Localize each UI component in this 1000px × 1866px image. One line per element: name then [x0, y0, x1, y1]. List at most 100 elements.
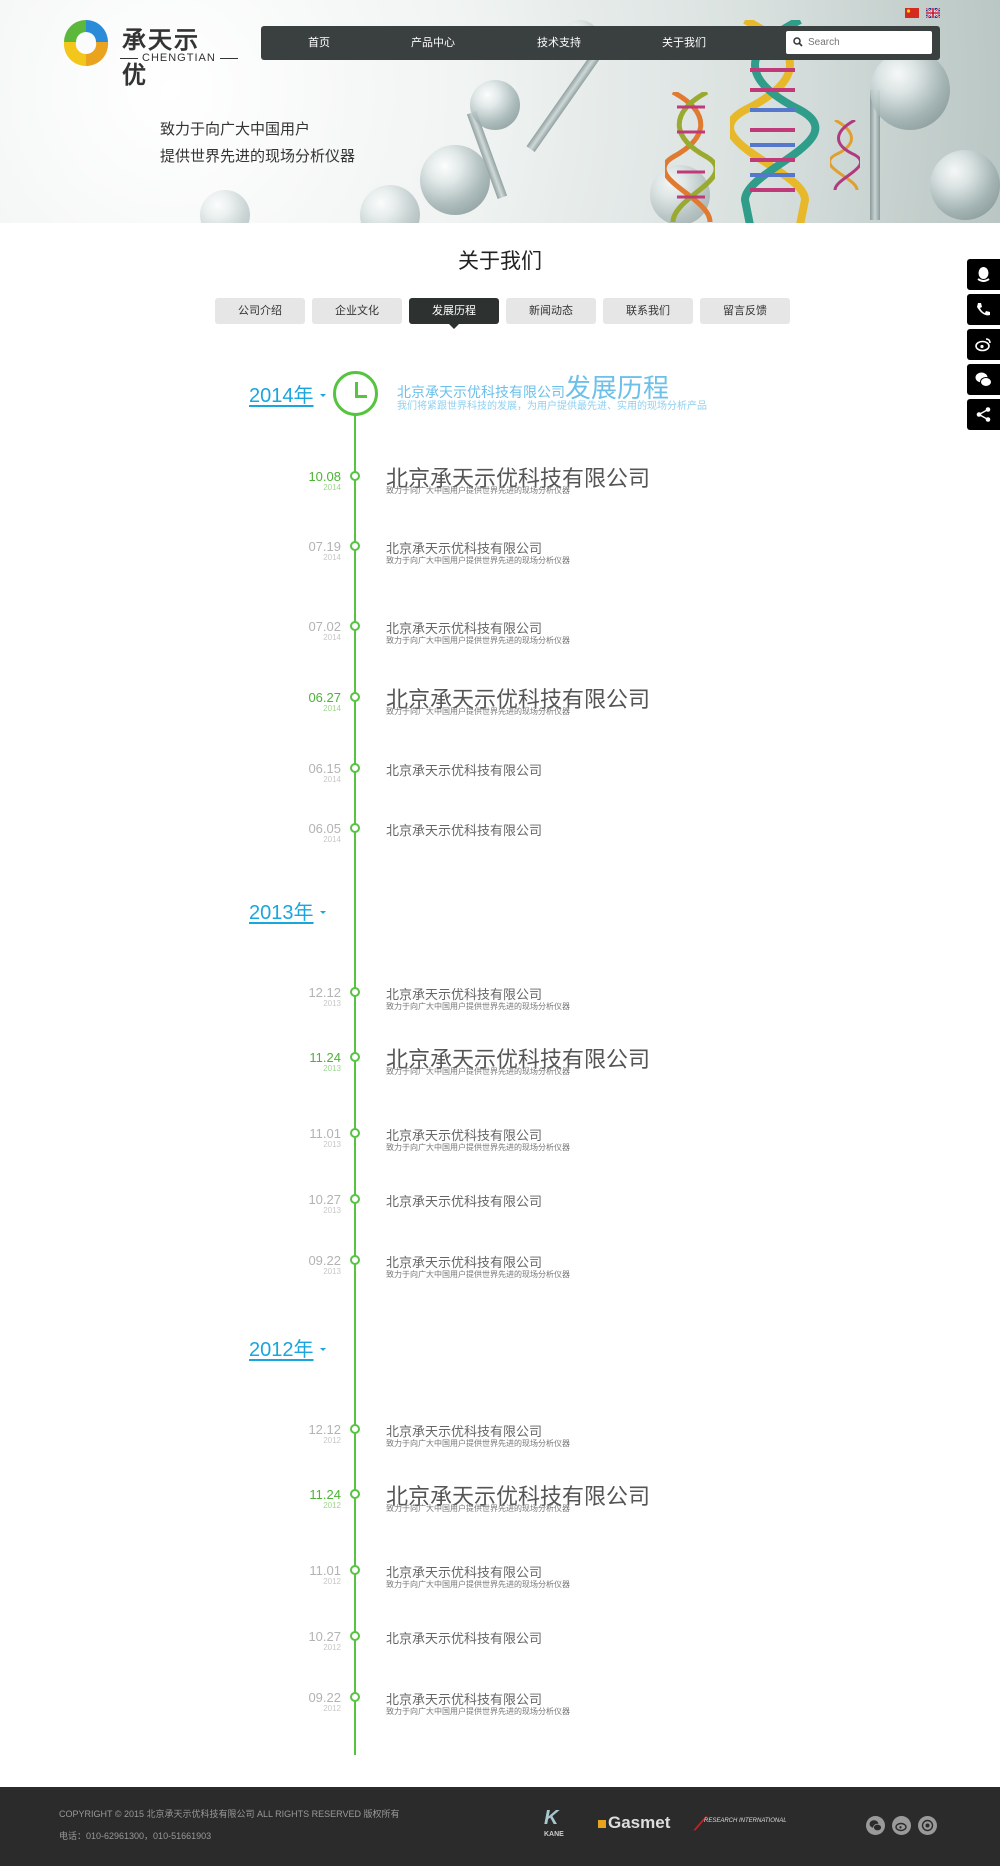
- event-title[interactable]: 北京承天示优科技有限公司: [386, 987, 543, 1002]
- event-description: 致力于向广大中国用户提供世界先进的现场分析仪器: [386, 1270, 570, 1279]
- partner-research-logo[interactable]: ⟋ RESEARCH INTERNATIONAL: [694, 1814, 787, 1834]
- search-box[interactable]: [786, 31, 932, 54]
- event-year: 2013: [323, 1206, 341, 1215]
- event-date: 11.24: [309, 1487, 341, 1502]
- qq-button[interactable]: [967, 259, 1000, 290]
- event-description: 致力于向广大中国用户提供世界先进的现场分析仪器: [386, 1580, 570, 1589]
- phone-button[interactable]: [967, 294, 1000, 325]
- timeline-dot-icon: [350, 823, 360, 833]
- event-description: 致力于向广大中国用户提供世界先进的现场分析仪器: [386, 486, 570, 495]
- dna-helix-icon: [665, 92, 715, 222]
- event-date: 10.27: [308, 1629, 341, 1644]
- event-date: 06.27: [308, 690, 341, 705]
- tab-company-intro[interactable]: 公司介绍: [215, 298, 305, 324]
- event-title[interactable]: 北京承天示优科技有限公司: [386, 1255, 543, 1270]
- event-date: 11.01: [309, 1126, 341, 1141]
- event-title[interactable]: 北京承天示优科技有限公司: [386, 1047, 651, 1072]
- hero-banner: 承天示优 CHENGTIAN 首页 产品中心 技术支持 关于我们 致力于向广大中…: [0, 0, 1000, 223]
- footer-phone: 电话：010-62961300，010-51661903: [59, 1831, 212, 1841]
- nav-about[interactable]: 关于我们: [662, 37, 706, 49]
- event-year: 2013: [323, 1267, 341, 1276]
- event-title[interactable]: 北京承天示优科技有限公司: [386, 1565, 543, 1580]
- share-button[interactable]: [967, 399, 1000, 430]
- nav-home[interactable]: 首页: [308, 37, 330, 49]
- timeline-dot-icon: [350, 1255, 360, 1265]
- caret-down-icon: [319, 393, 326, 400]
- event-title[interactable]: 北京承天示优科技有限公司: [386, 1484, 651, 1509]
- molecule-stick: [870, 90, 880, 220]
- event-title[interactable]: 北京承天示优科技有限公司: [386, 1194, 543, 1209]
- tab-feedback[interactable]: 留言反馈: [700, 298, 790, 324]
- timeline-year[interactable]: 2014年: [249, 379, 326, 408]
- timeline-year[interactable]: 2013年: [249, 896, 326, 925]
- event-title[interactable]: 北京承天示优科技有限公司: [386, 621, 543, 636]
- event-year: 2012: [323, 1436, 341, 1445]
- main-nav: 首页 产品中心 技术支持 关于我们: [261, 26, 940, 60]
- event-title[interactable]: 北京承天示优科技有限公司: [386, 823, 543, 838]
- timeline-year-label: 2014年: [249, 385, 314, 407]
- timeline-heading-company: 北京承天示优科技有限公司: [397, 384, 565, 400]
- weibo-button[interactable]: [967, 329, 1000, 360]
- tab-culture[interactable]: 企业文化: [312, 298, 402, 324]
- event-title[interactable]: 北京承天示优科技有限公司: [386, 687, 651, 712]
- event-year: 2012: [323, 1501, 341, 1510]
- molecule-ball: [360, 185, 420, 223]
- wechat-button[interactable]: [967, 364, 1000, 395]
- event-title[interactable]: 北京承天示优科技有限公司: [386, 1631, 543, 1646]
- event-title[interactable]: 北京承天示优科技有限公司: [386, 466, 651, 491]
- sub-nav-tabs: 公司介绍 企业文化 发展历程 新闻动态 联系我们 留言反馈: [215, 298, 790, 329]
- partner-research-label: RESEARCH INTERNATIONAL: [704, 1818, 787, 1824]
- logo[interactable]: 承天示优 CHENGTIAN: [62, 18, 222, 89]
- tab-contact[interactable]: 联系我们: [603, 298, 693, 324]
- molecule-ball: [930, 150, 1000, 220]
- timeline-year[interactable]: 2012年: [249, 1333, 326, 1362]
- event-title[interactable]: 北京承天示优科技有限公司: [386, 1128, 543, 1143]
- logo-text: 承天示优: [122, 26, 200, 89]
- footer-weibo-button[interactable]: [892, 1816, 911, 1835]
- tab-news[interactable]: 新闻动态: [506, 298, 596, 324]
- molecule-stick: [526, 47, 604, 153]
- timeline-subheading: 我们将紧跟世界科技的发展，为用户提供最先进、实用的现场分析产品: [397, 401, 707, 412]
- timeline-dot-icon: [350, 471, 360, 481]
- nav-products[interactable]: 产品中心: [411, 37, 455, 49]
- partner-kane-logo[interactable]: K: [544, 1807, 559, 1829]
- event-description: 致力于向广大中国用户提供世界先进的现场分析仪器: [386, 1143, 570, 1152]
- event-year: 2013: [323, 1140, 341, 1149]
- event-date: 09.22: [308, 1690, 341, 1705]
- timeline-dot-icon: [350, 987, 360, 997]
- event-year: 2014: [323, 704, 341, 713]
- event-description: 致力于向广大中国用户提供世界先进的现场分析仪器: [386, 1002, 570, 1011]
- phone-icon: [977, 303, 990, 316]
- event-year: 2014: [323, 553, 341, 562]
- nav-support[interactable]: 技术支持: [537, 37, 581, 49]
- event-date: 12.12: [308, 985, 341, 1000]
- search-icon[interactable]: [793, 37, 803, 47]
- clock-icon: [333, 371, 378, 416]
- footer-qzone-button[interactable]: [918, 1816, 937, 1835]
- event-title[interactable]: 北京承天示优科技有限公司: [386, 1424, 543, 1439]
- dna-helix-icon: [830, 120, 860, 190]
- event-date: 12.12: [308, 1422, 341, 1437]
- timeline-dot-icon: [350, 1692, 360, 1702]
- caret-down-icon: [319, 1347, 326, 1354]
- uk-flag-icon[interactable]: [926, 8, 940, 18]
- timeline-dot-icon: [350, 692, 360, 702]
- footer-wechat-button[interactable]: [866, 1816, 885, 1835]
- partner-gasmet-label: Gasmet: [608, 1813, 671, 1832]
- cn-flag-icon[interactable]: [905, 8, 919, 18]
- molecule-ball: [200, 190, 250, 223]
- event-date: 07.02: [308, 619, 341, 634]
- slogan: 致力于向广大中国用户 提供世界先进的现场分析仪器: [160, 116, 355, 170]
- timeline-heading: 北京承天示优科技有限公司发展历程: [397, 368, 669, 405]
- tab-history[interactable]: 发展历程: [409, 298, 499, 329]
- event-title[interactable]: 北京承天示优科技有限公司: [386, 541, 543, 556]
- wechat-icon: [869, 1820, 882, 1832]
- timeline-dot-icon: [350, 1631, 360, 1641]
- event-title[interactable]: 北京承天示优科技有限公司: [386, 763, 543, 778]
- partner-gasmet-logo[interactable]: Gasmet: [598, 1813, 670, 1833]
- search-input[interactable]: [808, 34, 926, 51]
- event-title[interactable]: 北京承天示优科技有限公司: [386, 1692, 543, 1707]
- event-description: 致力于向广大中国用户提供世界先进的现场分析仪器: [386, 636, 570, 645]
- page-title: 关于我们: [458, 250, 542, 273]
- partner-kane-label: KANE: [544, 1831, 564, 1838]
